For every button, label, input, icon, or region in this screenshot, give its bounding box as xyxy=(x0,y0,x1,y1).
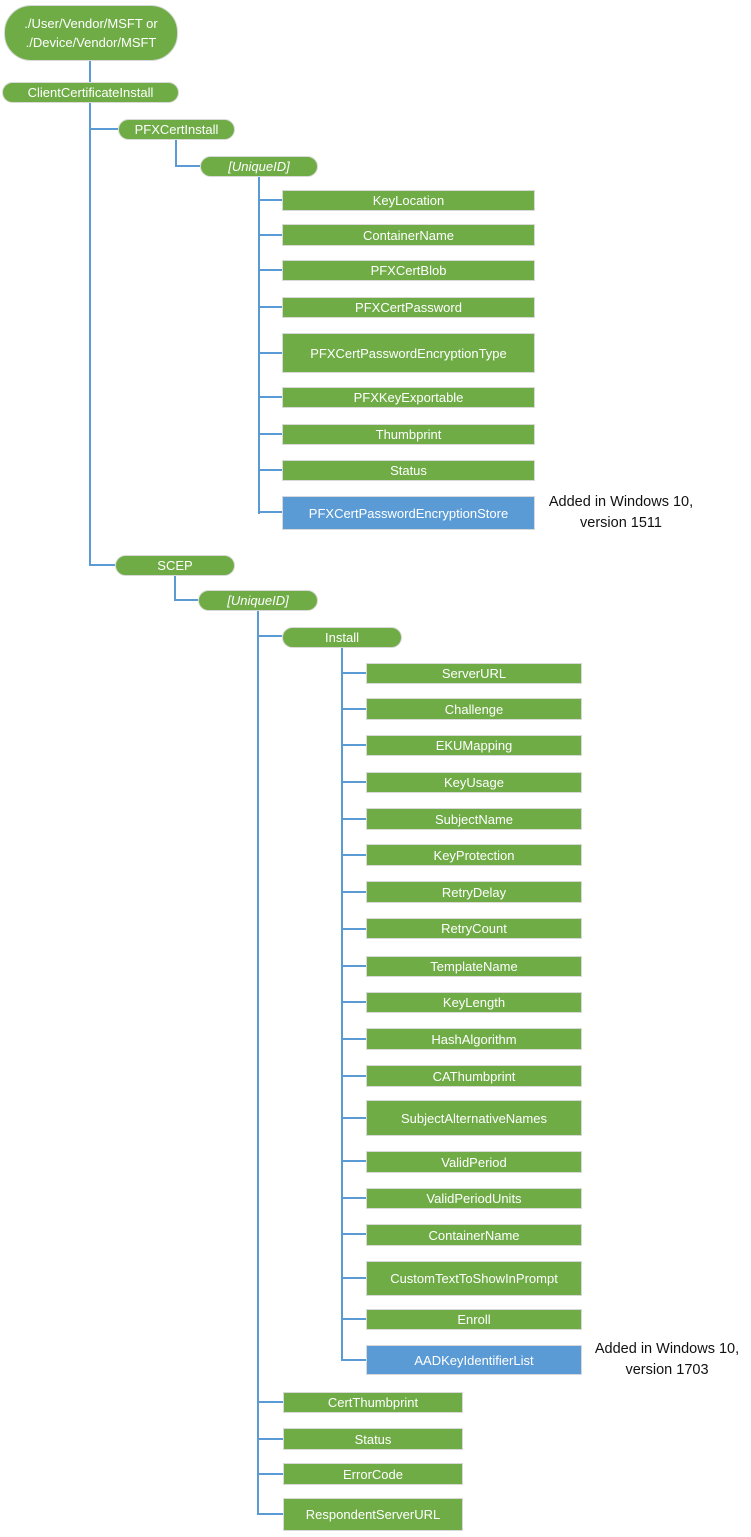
tree-node-thumbprint: Thumbprint xyxy=(282,424,535,445)
tree-node-root-path: ./User/Vendor/MSFT or ./Device/Vendor/MS… xyxy=(4,5,178,61)
tree-node-validperiod: ValidPeriod xyxy=(366,1151,582,1173)
tree-node-customtexttoshowinprompt: CustomTextToShowInPrompt xyxy=(366,1261,582,1296)
connector-stub-templatename xyxy=(341,965,366,967)
tree-node-templatename: TemplateName xyxy=(366,956,582,977)
annotation-1703-line1: Added in Windows 10, xyxy=(594,1341,740,1357)
connector-stub-keylength xyxy=(341,1001,366,1003)
connector-stub-status-pfx xyxy=(258,469,282,471)
connector-stub-thumbprint xyxy=(258,433,282,435)
tree-node-pfxcertpasswordencryptionstore: PFXCertPasswordEncryptionStore xyxy=(282,496,535,530)
connector-stub-hashalgorithm xyxy=(341,1038,366,1040)
tree-node-pfxcertblob: PFXCertBlob xyxy=(282,260,535,281)
tree-node-status-pfx: Status xyxy=(282,460,535,481)
connector-stub-pfxcertpassword xyxy=(258,306,282,308)
annotation-1511-line1: Added in Windows 10, xyxy=(548,494,694,510)
connector-stub-pfxkeyexportable xyxy=(258,396,282,398)
annotation-added-windows10-1511: Added in Windows 10, version 1511 xyxy=(536,492,706,534)
tree-node-challenge: Challenge xyxy=(366,698,582,720)
tree-node-status-scep: Status xyxy=(283,1428,463,1450)
connector-stub-cathumbprint xyxy=(341,1075,366,1077)
tree-node-serverurl: ServerURL xyxy=(366,663,582,684)
tree-node-pfxcertinstall: PFXCertInstall xyxy=(118,119,235,140)
connector-stub-errorcode xyxy=(257,1473,283,1475)
connector-stub-aadkeyidentifierlist xyxy=(341,1359,366,1361)
tree-node-uniqueid-scep: [UniqueID] xyxy=(198,590,318,611)
connector-branch-pfxcertinstall xyxy=(89,128,118,130)
connector-stub-serverurl xyxy=(341,672,366,674)
connector-scep-trunk xyxy=(174,575,176,601)
annotation-added-windows10-1703: Added in Windows 10, version 1703 xyxy=(582,1339,751,1381)
connector-stub-validperiodunits xyxy=(341,1197,366,1199)
tree-node-keylocation: KeyLocation xyxy=(282,190,535,211)
connector-stub-subjectname xyxy=(341,818,366,820)
connector-branch-uniqueid-scep xyxy=(174,599,198,601)
tree-node-keyprotection: KeyProtection xyxy=(366,844,582,866)
connector-stub-keyusage xyxy=(341,781,366,783)
tree-node-respondentserverurl: RespondentServerURL xyxy=(283,1498,463,1531)
connector-stub-customtexttoshowinprompt xyxy=(341,1277,366,1279)
connector-stub-validperiod xyxy=(341,1160,366,1162)
tree-node-uniqueid-pfx: [UniqueID] xyxy=(200,156,318,177)
connector-uniqueid-scep-trunk xyxy=(257,610,259,1515)
connector-stub-retrycount xyxy=(341,928,366,930)
connector-pfxcertinstall-trunk xyxy=(175,139,177,167)
connector-stub-pfxcertblob xyxy=(258,269,282,271)
connector-branch-install xyxy=(257,635,282,637)
connector-stub-challenge xyxy=(341,708,366,710)
connector-stub-keylocation xyxy=(258,199,282,201)
tree-node-containername-pfx: ContainerName xyxy=(282,224,535,246)
connector-stub-keyprotection xyxy=(341,854,366,856)
connector-stub-containername-pfx xyxy=(258,234,282,236)
connector-stub-retrydelay xyxy=(341,891,366,893)
tree-node-aadkeyidentifierlist: AADKeyIdentifierList xyxy=(366,1345,582,1375)
tree-node-certthumbprint: CertThumbprint xyxy=(283,1392,463,1413)
tree-node-retrycount: RetryCount xyxy=(366,918,582,939)
connector-branch-scep xyxy=(89,564,115,566)
connector-stub-status-scep xyxy=(257,1438,283,1440)
connector-stub-enroll xyxy=(341,1318,366,1320)
tree-node-pfxkeyexportable: PFXKeyExportable xyxy=(282,387,535,408)
connector-stub-ekumapping xyxy=(341,744,366,746)
tree-node-retrydelay: RetryDelay xyxy=(366,881,582,903)
connector-install-trunk xyxy=(341,647,343,1361)
tree-node-hashalgorithm: HashAlgorithm xyxy=(366,1028,582,1050)
tree-node-keylength: KeyLength xyxy=(366,992,582,1013)
connector-stub-containername-install xyxy=(341,1233,366,1235)
annotation-1511-line2: version 1511 xyxy=(580,515,662,531)
annotation-1703-line2: version 1703 xyxy=(625,1362,709,1378)
connector-stub-certthumbprint xyxy=(257,1401,283,1403)
connector-stub-subjectalternativenames xyxy=(341,1117,366,1119)
tree-node-scep: SCEP xyxy=(115,555,235,576)
tree-node-validperiodunits: ValidPeriodUnits xyxy=(366,1188,582,1209)
connector-stub-respondentserverurl xyxy=(257,1513,283,1515)
connector-branch-uniqueid-pfx xyxy=(175,165,200,167)
root-path-line2: ./Device/Vendor/MSFT xyxy=(25,35,157,50)
connector-root-to-cci xyxy=(89,61,91,83)
tree-node-errorcode: ErrorCode xyxy=(283,1463,463,1485)
tree-node-enroll: Enroll xyxy=(366,1309,582,1330)
connector-stub-pfxcertpasswordencryptionstore xyxy=(258,511,282,513)
connector-stub-pfxcertpasswordencryptiontype xyxy=(258,352,282,354)
tree-node-subjectname: SubjectName xyxy=(366,808,582,830)
tree-node-pfxcertpasswordencryptiontype: PFXCertPasswordEncryptionType xyxy=(282,333,535,373)
tree-node-ekumapping: EKUMapping xyxy=(366,735,582,756)
tree-node-install: Install xyxy=(282,627,402,648)
tree-node-subjectalternativenames: SubjectAlternativeNames xyxy=(366,1100,582,1136)
tree-node-clientcertificateinstall: ClientCertificateInstall xyxy=(2,82,179,103)
tree-node-containername-install: ContainerName xyxy=(366,1224,582,1246)
connector-main-trunk xyxy=(89,102,91,566)
tree-node-keyusage: KeyUsage xyxy=(366,772,582,793)
tree-node-cathumbprint: CAThumbprint xyxy=(366,1065,582,1087)
connector-uniqueid-pfx-trunk xyxy=(258,176,260,514)
tree-node-pfxcertpassword: PFXCertPassword xyxy=(282,297,535,318)
root-path-line1: ./User/Vendor/MSFT or xyxy=(24,16,158,31)
